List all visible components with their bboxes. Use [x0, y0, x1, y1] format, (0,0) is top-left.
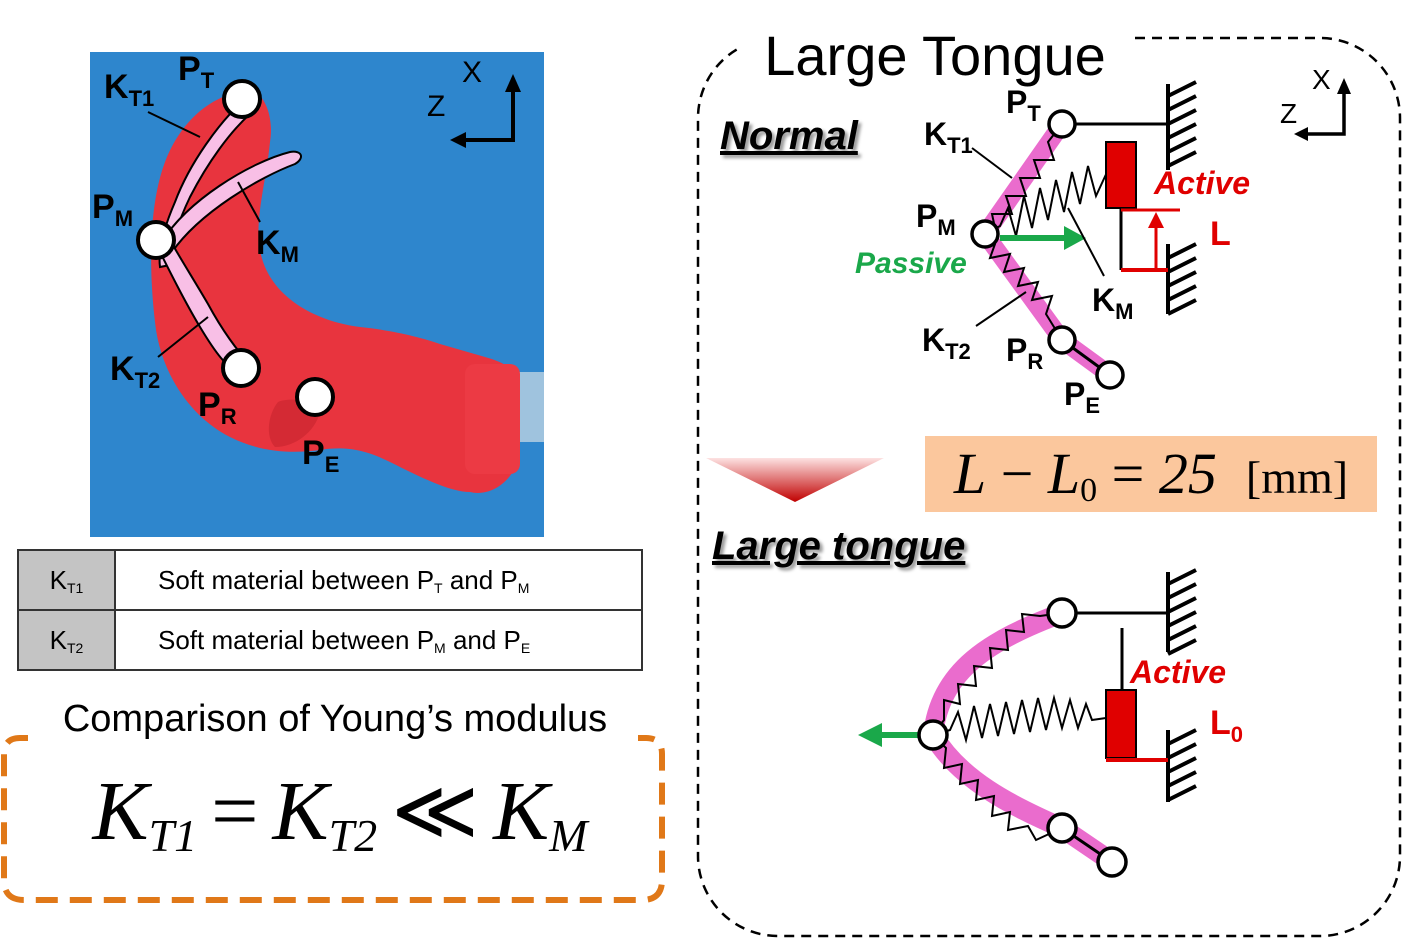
normal-ground-bottom-hatch: [1167, 242, 1197, 316]
table-row: KT1 Soft material between PT and PM: [17, 549, 643, 611]
point-pe: [295, 377, 335, 417]
definition-table: KT1 Soft material between PT and PM KT2 …: [17, 549, 643, 671]
passive-arrowhead: [1064, 226, 1086, 250]
large-ground-bottom-hatch: [1167, 728, 1197, 802]
normal-label-km: KM: [1092, 282, 1134, 324]
axis-lines: [457, 80, 515, 142]
normal-l-arrowhead: [1148, 212, 1164, 228]
right-axis-x-label: X: [1312, 64, 1331, 95]
point-pt: [222, 79, 262, 119]
leader-km: [237, 181, 261, 223]
right-axis-lines: [1300, 84, 1346, 136]
comparison-formula: KT1=KT2≪KM: [92, 765, 588, 861]
normal-ground-top-hatch: [1167, 80, 1197, 168]
large-spring-kt1: [932, 612, 1063, 736]
right-axis-z-arrow: [1294, 127, 1308, 141]
normal-label-kt2: KT2: [922, 322, 971, 364]
large-point-pr: [1046, 812, 1078, 844]
normal-label-pe: PE: [1064, 376, 1101, 418]
right-axis-z-label: Z: [1280, 98, 1298, 129]
large-point-pt: [1046, 597, 1078, 629]
normal-spring-kt1: [984, 123, 1063, 235]
normal-point-pe: [1095, 360, 1125, 390]
normal-label-pt: PT: [1006, 84, 1041, 126]
label-kt2: KT2: [110, 350, 161, 393]
axis-z-label: Z: [427, 90, 446, 123]
large-point-pm: [917, 719, 949, 751]
table-cell-description: Soft material between PM and PE: [114, 609, 643, 671]
normal-label-pm: PM: [916, 198, 956, 240]
leader-kt1: [147, 111, 201, 138]
label-pt: PT: [178, 52, 215, 93]
large-ground-top-hatch: [1167, 568, 1197, 656]
leader-kt2: [157, 316, 209, 358]
axis-x-label: X: [462, 56, 483, 89]
axis-z-arrow: [450, 132, 466, 148]
large-spring-km: [932, 694, 1107, 744]
transition-arrow: [706, 458, 884, 502]
point-pr: [221, 348, 261, 388]
strip-km: [160, 150, 302, 254]
right-panel-title: Large Tongue: [740, 28, 1130, 84]
displacement-equation: L − L0 = 25 [mm]: [925, 436, 1377, 512]
table-cell-symbol: KT2: [17, 609, 116, 671]
right-axis-x-arrow: [1337, 78, 1351, 94]
large-arrowhead: [858, 723, 882, 747]
normal-active-label: Active: [1154, 165, 1251, 201]
table-cell-description: Soft material between PT and PM: [114, 549, 643, 611]
normal-spring-kt2: [984, 233, 1063, 341]
large-active-label: Active: [1130, 654, 1227, 690]
large-actuator: [1105, 689, 1137, 759]
tongue-photo-drawing: [136, 74, 544, 493]
large-section-title: Large tongue: [712, 524, 966, 568]
large-spring-kt2: [932, 734, 1063, 842]
large-l0-label: L0: [1210, 704, 1244, 747]
right-panel-border: [696, 36, 1402, 938]
normal-actuator: [1105, 141, 1137, 209]
normal-section-title: Normal: [720, 114, 858, 158]
table-row: KT2 Soft material between PM and PE: [17, 609, 643, 671]
tongue-photo: KT1 PT PM KM KT2 PR PE X Z: [90, 52, 544, 537]
label-pe: PE: [302, 434, 340, 477]
normal-label-pr: PR: [1006, 332, 1044, 374]
normal-point-pt: [1047, 109, 1077, 139]
label-km: KM: [256, 224, 299, 267]
normal-label-kt1: KT1: [924, 116, 973, 158]
normal-l-label: L: [1210, 215, 1231, 253]
table-cell-symbol: KT1: [17, 549, 116, 611]
comparison-title: Comparison of Young’s modulus: [62, 698, 608, 740]
passive-label: Passive: [855, 247, 967, 280]
point-pm: [136, 220, 176, 260]
large-band: [923, 603, 1122, 872]
normal-spring-km: [984, 165, 1109, 237]
label-kt1: KT1: [104, 68, 155, 111]
tongue-base: [465, 364, 520, 474]
normal-point-pm: [970, 219, 1000, 249]
label-pr: PR: [198, 386, 237, 429]
axis-x-arrow: [505, 74, 521, 92]
leader-normal-kt2: [975, 291, 1027, 327]
leader-normal-kt1: [971, 147, 1013, 179]
large-point-pe: [1096, 846, 1128, 878]
normal-point-pr: [1047, 325, 1077, 355]
leader-normal-km: [1067, 207, 1105, 277]
label-pm: PM: [92, 188, 134, 231]
